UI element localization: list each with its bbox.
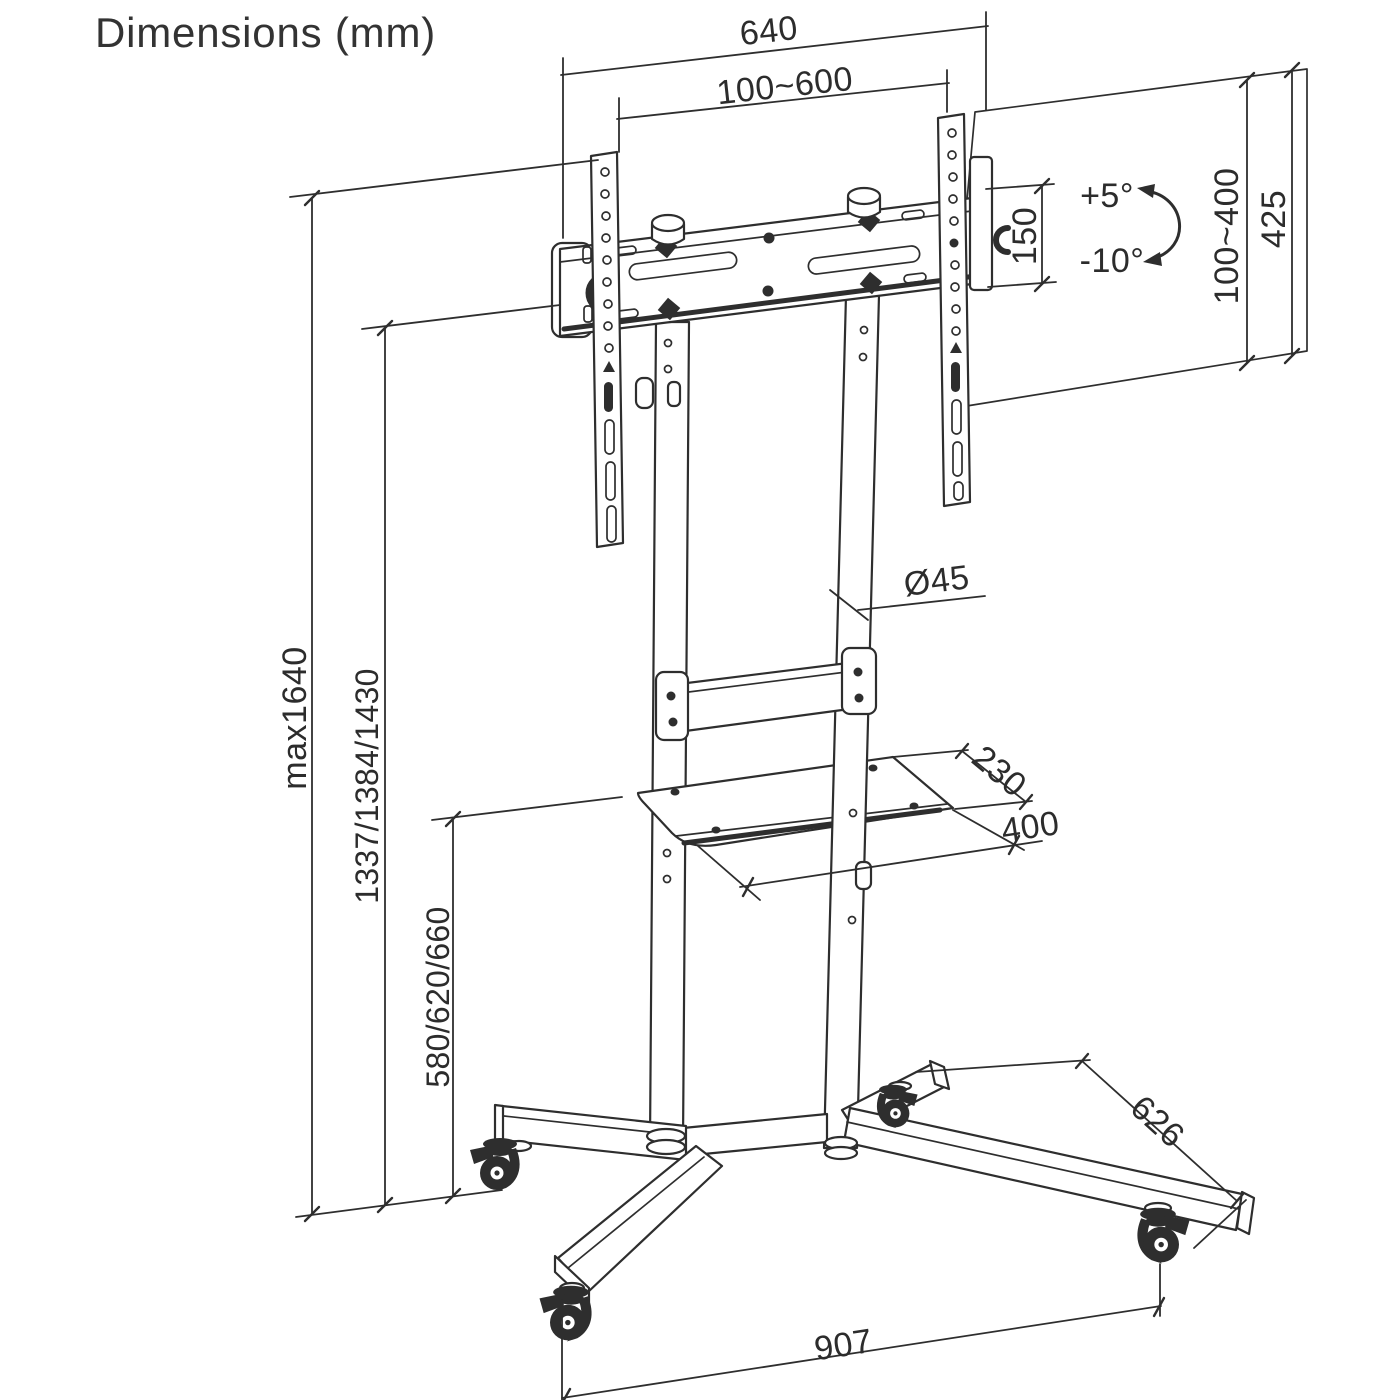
leg-front-left (556, 1144, 724, 1294)
dim-100-600-label: 100~600 (715, 60, 855, 113)
diameter-leader (829, 589, 869, 621)
brace-clamp-right (840, 646, 878, 716)
arrow-up-icon (1137, 184, 1155, 198)
dim-580-620-660-label: 580/620/660 (420, 906, 456, 1087)
caster-rear-left (470, 1138, 520, 1191)
arrow-down-icon (1143, 252, 1162, 266)
dim-d45-label: Ø45 (902, 558, 972, 604)
crossbar-slot (628, 251, 738, 281)
tick-marks (303, 61, 1301, 1400)
media-shelf (636, 755, 955, 847)
clamp-knob-right (846, 186, 882, 219)
tilt-up-label: +5° (1080, 177, 1134, 215)
alignment-arrow-icon (603, 361, 615, 372)
page-title: Dimensions (mm) (95, 9, 436, 56)
alignment-arrow-icon (950, 342, 962, 353)
dim-907-label: 907 (812, 1322, 875, 1368)
crossbar-slot (807, 245, 921, 275)
tilt-plate (968, 155, 1011, 292)
cable-clip-icon (666, 380, 682, 408)
shelf-screw-hole (909, 802, 919, 810)
dim-230-label: 230 (965, 738, 1034, 805)
shelf-screw-hole (711, 826, 721, 834)
dimension-lines (311, 25, 1293, 1399)
bolt (657, 297, 681, 321)
clamp-knob-left (650, 213, 686, 246)
dim-640-label: 640 (738, 9, 800, 53)
brace-clamp-left (654, 670, 690, 742)
vesa-rail-left (582, 150, 625, 549)
leg-front-right (842, 1106, 1244, 1232)
base-frame (493, 1059, 1256, 1306)
dim-100-400-label: 100~400 (1208, 168, 1246, 305)
dim-400-label: 400 (999, 804, 1062, 850)
bolt (859, 271, 883, 295)
vesa-rail-right (936, 112, 972, 508)
cable-clip-icon (634, 376, 655, 410)
dim-max1640-label: max1640 (276, 646, 314, 789)
dim-626-label: 626 (1123, 1088, 1192, 1155)
pole-right (822, 293, 881, 1150)
tilt-hook-icon (993, 225, 1011, 255)
shelf-screw-hole (670, 788, 680, 796)
tilt-arc (1137, 184, 1181, 266)
shelf-screw-hole (868, 764, 878, 772)
dim-1337-1384-1430-label: 1337/1384/1430 (349, 668, 385, 904)
tilt-down-label: -10° (1080, 242, 1145, 280)
caster-front-left (539, 1285, 592, 1342)
dimension-labels: 640 100~600 150 +5° -10° 100~400 425 Ø45… (276, 9, 1293, 1368)
cross-brace (654, 646, 878, 742)
dim-425-label: 425 (1255, 190, 1293, 248)
dim-150-label: 150 (1006, 207, 1044, 265)
cable-clip-icon (854, 860, 873, 891)
